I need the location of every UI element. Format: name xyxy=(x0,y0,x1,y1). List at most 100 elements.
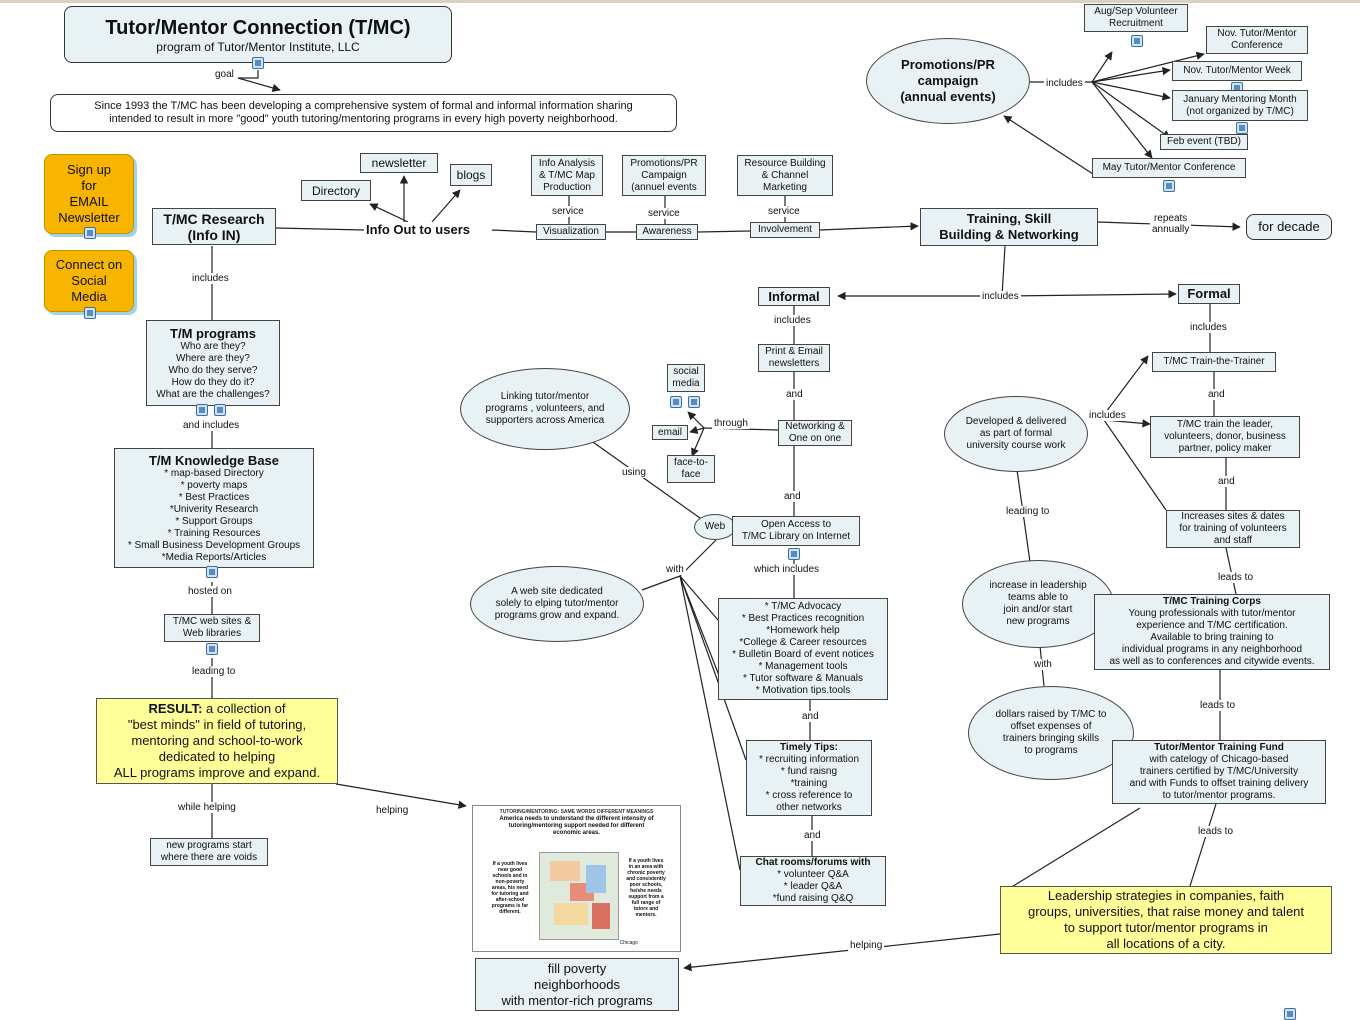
info-out-label: Info Out to users xyxy=(364,222,472,237)
networking-node: Networking & One on one xyxy=(778,420,852,446)
formal-node: Formal xyxy=(1178,284,1240,304)
social-media-button[interactable]: Connect on Social Media xyxy=(44,250,134,312)
increase-leadership-oval: increase in leadership teams able to joi… xyxy=(962,560,1114,648)
link-label-includes: includes xyxy=(980,291,1021,302)
link-label-through: through xyxy=(712,418,750,429)
document-icon[interactable] xyxy=(670,396,682,408)
document-icon[interactable] xyxy=(1284,1008,1296,1020)
social-media-node: social media xyxy=(667,364,705,392)
promo-campaign-node: Promotions/PR Campaign (annuel events xyxy=(622,155,706,196)
concept-map-icon[interactable] xyxy=(214,404,226,416)
document-icon[interactable] xyxy=(206,643,218,655)
training-corps-node: T/MC Training Corps Young professionals … xyxy=(1094,594,1330,670)
visualization-node: Visualization xyxy=(536,224,606,240)
document-icon[interactable] xyxy=(84,227,96,239)
link-label-includes: includes xyxy=(1044,78,1085,89)
link-label-and: and xyxy=(1216,476,1237,487)
train-leader-node: T/MC train the leader, volunteers, donor… xyxy=(1150,416,1300,458)
link-label-while-helping: while helping xyxy=(176,802,238,813)
training-node: Training, Skill Building & Networking xyxy=(920,208,1098,246)
chat-rooms-title: Chat rooms/forums with xyxy=(755,857,871,868)
map-city-label: Chicago xyxy=(619,940,638,946)
directory-node: Directory xyxy=(301,180,371,201)
chat-rooms-body: * volunteer Q&A * leader Q&A *fund raisi… xyxy=(772,869,854,904)
training-corps-body: Young professionals with tutor/mentor ex… xyxy=(1109,608,1315,667)
link-label-goal: goal xyxy=(213,69,236,80)
increases-node: Increases sites & dates for training of … xyxy=(1166,510,1300,548)
knowledge-base-body: * map-based Directory * poverty maps * B… xyxy=(127,467,301,563)
websites-node: T/MC web sites & Web libraries xyxy=(164,614,260,642)
awareness-node: Awareness xyxy=(636,224,698,240)
link-label-helping: helping xyxy=(374,805,411,816)
document-icon[interactable] xyxy=(1131,35,1143,47)
link-label-and: and xyxy=(782,491,803,502)
link-label-leads-to: leads to xyxy=(1216,572,1256,583)
concept-map-icon[interactable] xyxy=(206,566,218,578)
promotions-oval: Promotions/PR campaign (annual events) xyxy=(866,38,1030,124)
newsletter-node: newsletter xyxy=(360,153,438,173)
email-node: email xyxy=(652,425,688,440)
map-header: TUTORING/MENTORING: SAME WORDS DIFFERENT… xyxy=(499,809,654,815)
link-label-hosted-on: hosted on xyxy=(186,586,234,597)
document-icon[interactable] xyxy=(1163,180,1175,192)
link-label-and: and xyxy=(1206,389,1227,400)
training-fund-body: with catelogy of Chicago-based trainers … xyxy=(1129,754,1309,801)
link-label-which-includes: which includes xyxy=(752,564,822,575)
concept-map-icon[interactable] xyxy=(252,57,264,69)
link-label-leads-to: leads to xyxy=(1196,826,1236,837)
link-label-service: service xyxy=(646,208,682,219)
link-label-leading-to: leading to xyxy=(190,666,238,677)
link-label-includes: includes xyxy=(190,273,231,284)
training-fund-title: Tutor/Mentor Training Fund xyxy=(1154,742,1284,753)
linking-oval: Linking tutor/mentor programs , voluntee… xyxy=(460,368,630,450)
document-icon[interactable] xyxy=(84,307,96,319)
link-label-includes: includes xyxy=(1087,410,1128,421)
timely-tips-node: Timely Tips: * recruiting information * … xyxy=(746,740,872,816)
result-text: a collection of "best minds" in field of… xyxy=(113,701,321,780)
link-label-with: with xyxy=(1032,659,1054,670)
document-icon[interactable] xyxy=(196,404,208,416)
page-subtitle: program of Tutor/Mentor Institute, LLC xyxy=(156,39,360,54)
link-label-leading-to: leading to xyxy=(1004,506,1052,517)
programs-node: T/M programs Who are they? Where are the… xyxy=(146,320,280,406)
website-oval: A web site dedicated solely to elping tu… xyxy=(470,566,644,642)
may-conference-node: May Tutor/Mentor Conference xyxy=(1092,158,1246,178)
aug-sep-node: Aug/Sep Volunteer Recruitment xyxy=(1084,4,1188,32)
january-node: January Mentoring Month (not organized b… xyxy=(1172,90,1308,121)
leadership-node: Leadership strategies in companies, fait… xyxy=(1000,886,1332,954)
result-label: RESULT: xyxy=(148,701,203,716)
chat-rooms-node: Chat rooms/forums with * volunteer Q&A *… xyxy=(740,856,886,906)
info-analysis-node: Info Analysis & T/MC Map Production xyxy=(531,155,603,196)
document-icon[interactable] xyxy=(1236,122,1248,134)
timely-tips-body: * recruiting information * fund raisng *… xyxy=(758,754,860,813)
signup-newsletter-button[interactable]: Sign up for EMAIL Newsletter xyxy=(44,154,134,234)
result-node: RESULT: a collection of "best minds" in … xyxy=(96,698,338,784)
fill-neighborhoods-node: fill poverty neighborhoods with mentor-r… xyxy=(475,958,679,1011)
training-corps-title: T/MC Training Corps xyxy=(1163,596,1261,607)
programs-body: Who are they? Where are they? Who do the… xyxy=(156,340,270,400)
link-label-and: and xyxy=(800,711,821,722)
poverty-map-image[interactable]: TUTORING/MENTORING: SAME WORDS DIFFERENT… xyxy=(472,805,681,952)
link-label-and-includes: and includes xyxy=(181,420,242,431)
blogs-node: blogs xyxy=(450,164,492,186)
programs-title: T/M programs xyxy=(170,325,256,341)
nov-week-node: Nov. Tutor/Mentor Week xyxy=(1172,61,1302,81)
advocacy-node: * T/MC Advocacy * Best Practices recogni… xyxy=(718,598,888,700)
concept-map-icon[interactable] xyxy=(788,548,800,560)
face-to-face-node: face-to- face xyxy=(667,455,715,483)
link-label-includes: includes xyxy=(772,315,813,326)
train-the-trainer-node: T/MC Train-the-Trainer xyxy=(1152,352,1276,372)
concept-map-icon[interactable] xyxy=(688,396,700,408)
link-label-repeats: repeats annually xyxy=(1150,213,1192,235)
feb-event-node: Feb event (TBD) xyxy=(1160,134,1248,150)
print-email-node: Print & Email newsletters xyxy=(758,344,830,372)
title-box: Tutor/Mentor Connection (T/MC) program o… xyxy=(64,6,452,63)
window-top-border xyxy=(0,0,1360,3)
informal-node: Informal xyxy=(758,287,830,306)
link-label-and: and xyxy=(802,830,823,841)
link-label-with: with xyxy=(664,564,686,575)
link-label-leads-to: leads to xyxy=(1198,700,1238,711)
page-title: Tutor/Mentor Connection (T/MC) xyxy=(105,16,411,39)
link-label-service: service xyxy=(550,206,586,217)
involvement-node: Involvement xyxy=(750,222,820,238)
